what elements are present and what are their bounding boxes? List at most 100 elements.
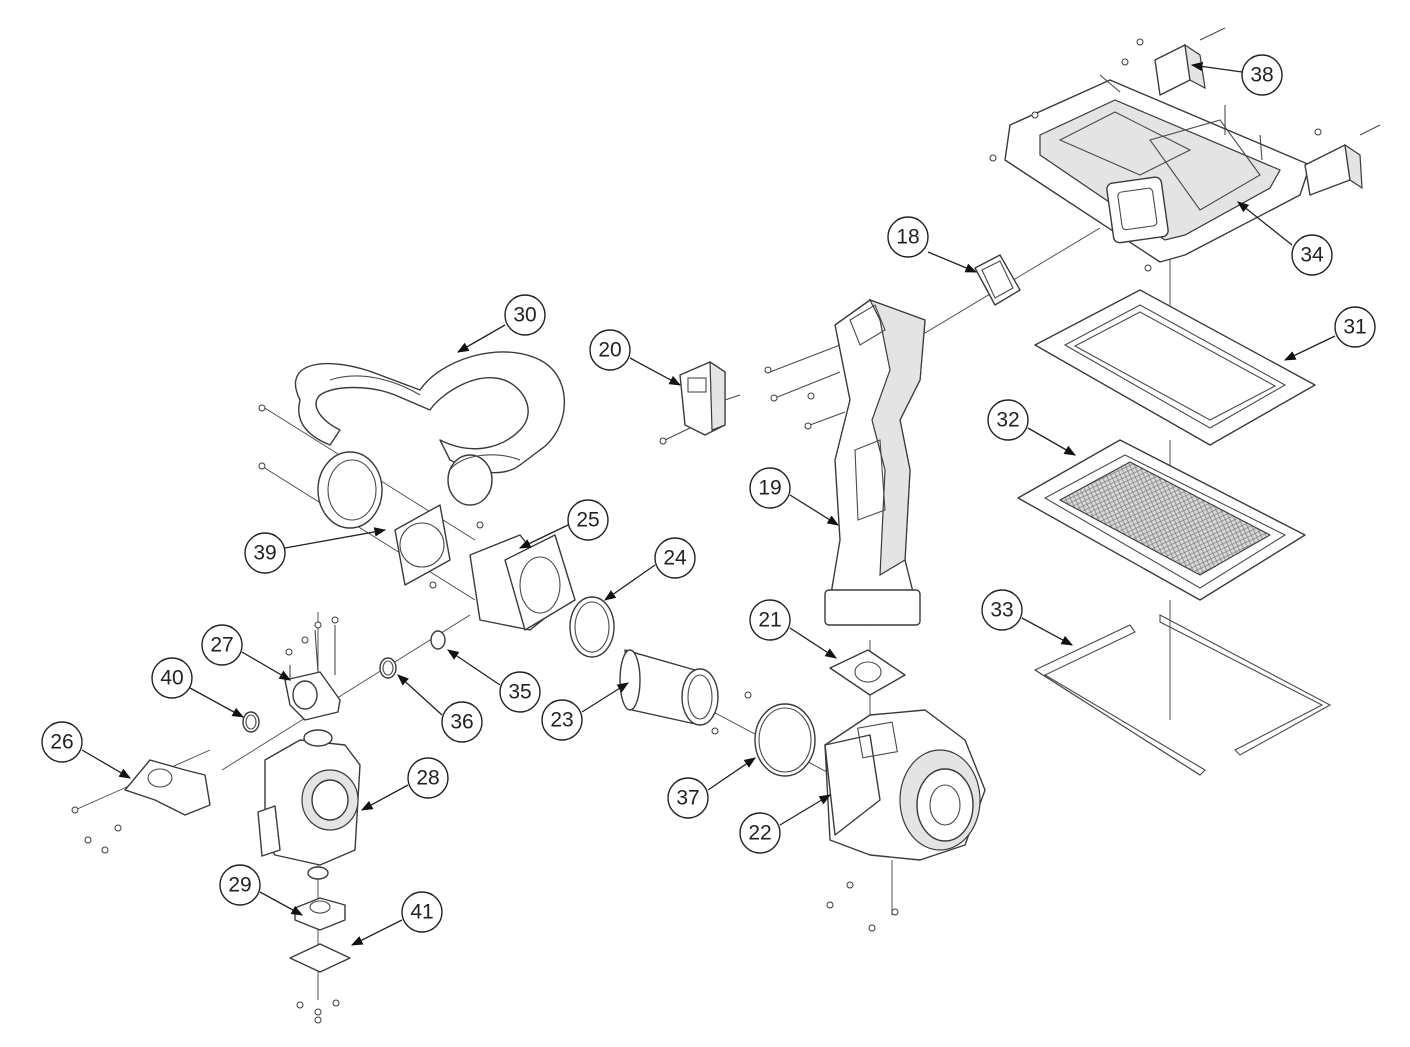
- callout-circle: [739, 812, 781, 854]
- callout-number: 34: [1300, 244, 1324, 267]
- leader-line-35: [447, 649, 501, 686]
- part-41-mounting-plate: [289, 943, 351, 1024]
- callout-number: 32: [996, 409, 1019, 432]
- callout-circle: [749, 599, 791, 641]
- callout-41: 41: [401, 891, 443, 933]
- leader-line-21: [789, 627, 837, 659]
- callout-circle: [201, 624, 243, 666]
- callout-circle: [987, 399, 1029, 441]
- callout-40: 40: [151, 657, 193, 699]
- callout-circle: [1241, 54, 1283, 96]
- leader-line-30: [456, 324, 506, 353]
- callout-circle: [1334, 306, 1376, 348]
- callout-number: 28: [416, 767, 439, 790]
- leader-line-40: [189, 687, 245, 718]
- leader-line-27: [241, 651, 292, 681]
- callout-number: 33: [990, 599, 1013, 622]
- leader-line-34: [1237, 201, 1293, 246]
- callout-35: 35: [499, 671, 541, 713]
- part-32-burner-mesh: [1017, 439, 1306, 601]
- part-34-top-cover: [989, 74, 1311, 272]
- part-28-gas-valve: [257, 729, 361, 866]
- part-39-clamp-ring: [258, 404, 451, 586]
- callout-circle: [654, 537, 696, 579]
- callout-20: 20: [589, 329, 631, 371]
- callout-39: 39: [244, 532, 286, 574]
- callout-number: 39: [253, 542, 276, 565]
- part-21-fan-gasket: [829, 649, 906, 696]
- part-20-igniter-unit: [659, 360, 741, 445]
- callout-number: 24: [663, 547, 687, 570]
- callout-circle: [667, 777, 709, 819]
- callout-33: 33: [981, 589, 1023, 631]
- callout-circle: [589, 329, 631, 371]
- callout-number: 26: [50, 731, 73, 754]
- callout-number: 40: [160, 667, 183, 690]
- callout-number: 29: [228, 874, 251, 897]
- callout-22: 22: [739, 812, 781, 854]
- callout-circle: [1291, 234, 1333, 276]
- part-40-o-ring: [242, 711, 260, 733]
- callout-19: 19: [749, 467, 791, 509]
- leader-line-28: [360, 784, 409, 811]
- callout-number: 18: [896, 226, 919, 249]
- callout-circle: [499, 671, 541, 713]
- leader-line-23: [581, 682, 629, 713]
- callout-32: 32: [987, 399, 1029, 441]
- leader-line-25: [518, 524, 569, 549]
- callout-36: 36: [441, 701, 483, 743]
- leader-line-33: [1021, 617, 1074, 646]
- callout-circle: [219, 864, 261, 906]
- callout-34: 34: [1291, 234, 1333, 276]
- leader-line-41: [350, 919, 403, 946]
- callout-circle: [244, 532, 286, 574]
- callout-18: 18: [887, 216, 929, 258]
- callout-circle: [441, 701, 483, 743]
- callout-circle: [407, 757, 449, 799]
- callout-31: 31: [1334, 306, 1376, 348]
- part-29-valve-outlet-flange: [294, 866, 346, 931]
- callout-circle: [151, 657, 193, 699]
- part-33-insulation-sheet: [1033, 614, 1332, 776]
- part-18-gasket: [974, 254, 1021, 306]
- callout-number: 35: [508, 681, 531, 704]
- leader-line-38: [1190, 61, 1243, 73]
- callout-circle: [981, 589, 1023, 631]
- callout-number: 36: [450, 711, 473, 734]
- callout-number: 21: [758, 609, 781, 632]
- callout-circle: [41, 721, 83, 763]
- callout-number: 25: [576, 509, 599, 532]
- leader-line-29: [259, 891, 304, 916]
- callout-number: 37: [676, 787, 699, 810]
- callout-24: 24: [654, 537, 696, 579]
- callout-29: 29: [219, 864, 261, 906]
- callout-number: 38: [1250, 64, 1273, 87]
- callout-25: 25: [567, 499, 609, 541]
- leader-line-26: [81, 749, 132, 779]
- leader-line-22: [779, 794, 832, 826]
- callout-number: 22: [748, 822, 771, 845]
- callout-30: 30: [504, 294, 546, 336]
- callout-21: 21: [749, 599, 791, 641]
- callout-circle: [749, 467, 791, 509]
- leader-line-19: [789, 494, 839, 526]
- part-23-venturi-tube: [619, 649, 752, 735]
- leader-line-37: [707, 757, 756, 791]
- leader-line-32: [1027, 427, 1077, 456]
- leader-line-20: [629, 357, 682, 386]
- callout-number: 27: [210, 634, 233, 657]
- part-37-large-o-ring: [754, 703, 816, 777]
- part-25-venturi-flange: [429, 521, 576, 631]
- leader-line-39: [284, 527, 387, 549]
- callout-number: 19: [758, 477, 781, 500]
- leader-line-31: [1283, 335, 1336, 361]
- callout-number: 31: [1343, 316, 1366, 339]
- callout-number: 30: [513, 304, 536, 327]
- leader-line-24: [604, 564, 656, 601]
- callout-27: 27: [201, 624, 243, 666]
- callout-number: 23: [550, 709, 573, 732]
- leader-line-18: [927, 251, 978, 273]
- callout-26: 26: [41, 721, 83, 763]
- callout-number: 41: [410, 901, 433, 924]
